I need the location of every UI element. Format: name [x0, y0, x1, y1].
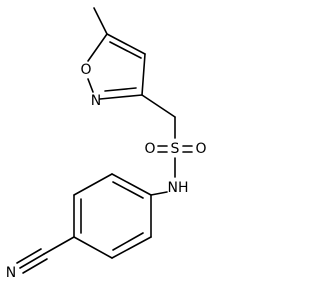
benzene-bond-5: [111, 236, 152, 259]
ring-n-o-bond: [87, 78, 94, 93]
ring-c3-n-double-bond-inner: [104, 87, 137, 92]
nitrile-triple-bond-b: [16, 248, 42, 264]
amine-label: NH: [168, 180, 189, 196]
nitrile-triple-bond-c: [22, 258, 48, 274]
chemical-structure-diagram: O N S O O NH N: [6, 7, 207, 281]
sulfonyl-oxygen-left-label: O: [144, 141, 155, 157]
nitrile-triple-bond-a: [19, 253, 45, 269]
benzene-bond-4: [73, 236, 113, 259]
benzene-bond-1: [111, 173, 152, 196]
ring-c5-c4-double-bond-inner: [109, 41, 142, 59]
ring-to-ch2-bond: [141, 94, 176, 118]
nitrile-nitrogen-label: N: [6, 265, 16, 281]
ring-c3-n-double-bond: [99, 94, 143, 100]
benzene-to-nitrile-carbon-bond: [43, 236, 75, 255]
benzene-bond-2: [73, 173, 113, 196]
nh-to-benzene-bond: [150, 191, 168, 196]
ring-nitrogen-label: N: [91, 93, 101, 109]
ring-oxygen-label: O: [80, 62, 91, 78]
ring-c4-c3-bond: [141, 53, 146, 96]
sulfonyl-oxygen-right-label: O: [195, 141, 206, 157]
benzene-bond-5-inner: [112, 232, 144, 251]
methyl-bond: [93, 7, 108, 35]
ring-o-c5-bond: [87, 33, 108, 62]
benzene-bond-1-inner: [112, 181, 144, 199]
sulfur-label: S: [171, 141, 180, 157]
ring-c5-c4-double-bond: [106, 33, 146, 55]
